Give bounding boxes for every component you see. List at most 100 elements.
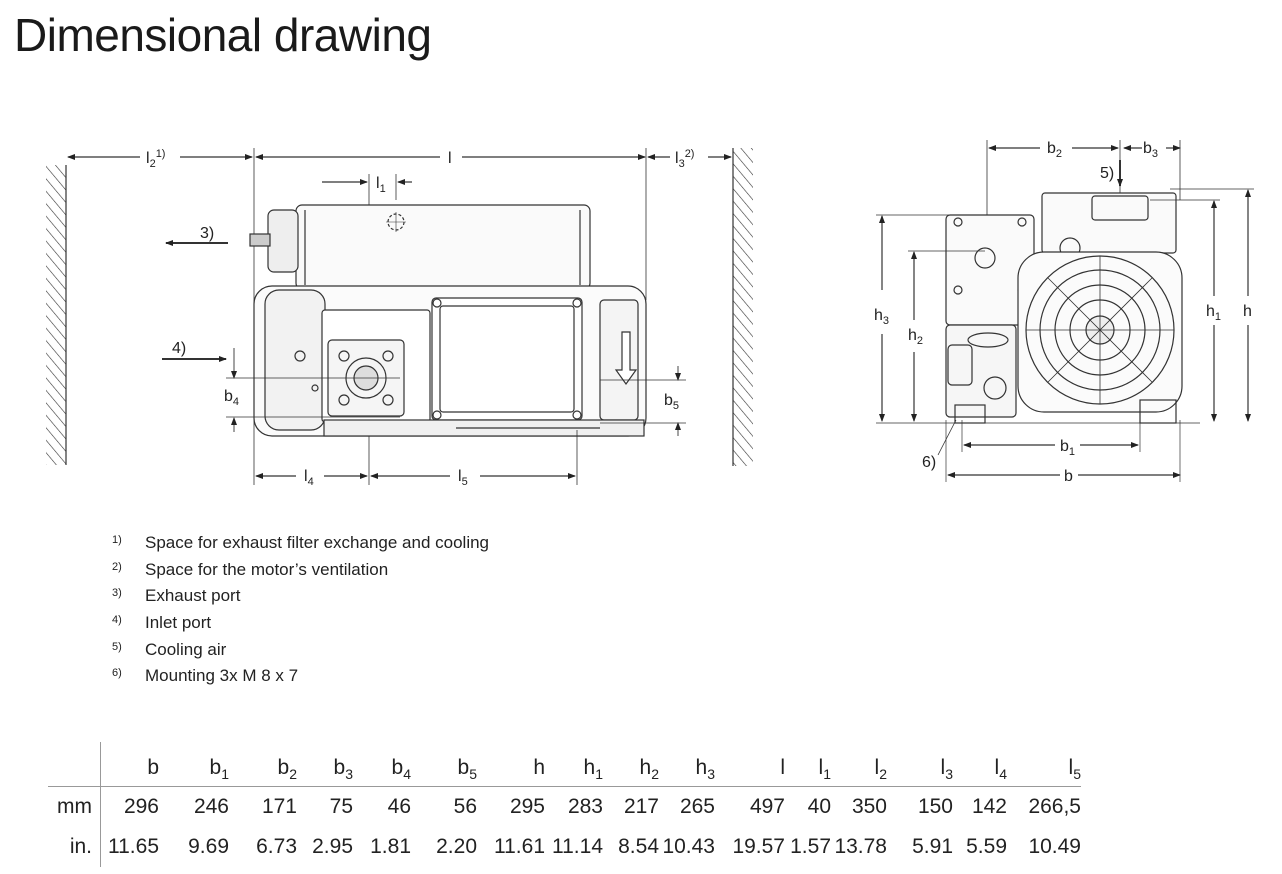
column-header-symbol: l: [780, 756, 785, 779]
label-b3: b3: [1143, 140, 1158, 160]
column-header-subscript: 1: [595, 766, 603, 782]
table-cell: 350: [851, 795, 887, 818]
table-cell: 5.59: [966, 835, 1007, 858]
column-header: b1: [159, 742, 229, 787]
table-cell: 217: [623, 795, 659, 818]
column-header-symbol: h: [533, 756, 545, 779]
label-note-3: 3): [200, 225, 214, 242]
table-cell: 11.14: [552, 835, 603, 858]
label-note-4: 4): [172, 340, 186, 357]
table-cell: 497: [749, 795, 785, 818]
column-header: h: [477, 742, 545, 787]
label-b4: b4: [224, 388, 239, 408]
column-header: l: [715, 742, 785, 787]
column-header: l5: [1007, 742, 1081, 787]
column-header: b5: [411, 742, 477, 787]
table-row: in. 11.65 9.69 6.73 2.95 1.81 2.20 11.61 11.14 8…: [48, 827, 1081, 867]
column-header: h1: [545, 742, 603, 787]
label-h3: h3: [874, 307, 889, 327]
table-cell: 10.43: [662, 835, 715, 858]
label-h1: h1: [1206, 303, 1221, 323]
table-cell: 2.95: [312, 835, 353, 858]
column-header: l4: [953, 742, 1007, 787]
column-header-subscript: 5: [469, 766, 477, 782]
column-header-symbol: b: [277, 756, 290, 779]
column-header-symbol: b: [457, 756, 470, 779]
label-b2: b2: [1047, 140, 1062, 160]
table-cell: 171: [261, 795, 297, 818]
label-l2: l21): [146, 148, 165, 170]
column-header-subscript: 2: [879, 766, 887, 782]
left-wall: [46, 165, 67, 465]
table-cell: 295: [509, 795, 545, 818]
column-header-symbol: h: [695, 756, 708, 779]
table-cell: 6.73: [256, 835, 297, 858]
page-title: Dimensional drawing: [14, 9, 432, 61]
column-header-subscript: 4: [403, 766, 411, 782]
table-cell: 10.49: [1028, 835, 1081, 858]
table-cell: 150: [917, 795, 953, 818]
label-b1: b1: [1060, 438, 1075, 458]
column-header: l1: [785, 742, 831, 787]
drawing-labels: l21) l l32) l1 3) 4) b4 b5 l4 l5 b2 b3 5…: [146, 140, 1252, 488]
column-header: b2: [229, 742, 297, 787]
table-cell: 75: [329, 795, 353, 818]
label-l: l: [448, 150, 452, 167]
label-note-6: 6): [922, 454, 936, 471]
label-l1: l1: [376, 175, 386, 195]
column-header-subscript: 2: [651, 766, 659, 782]
table-cell: 283: [567, 795, 603, 818]
label-note-5: 5): [1100, 165, 1114, 182]
column-header: l3: [887, 742, 953, 787]
label-b5: b5: [664, 392, 679, 412]
table-cell: 19.57: [732, 835, 785, 858]
table-cell: 1.57: [790, 835, 831, 858]
table-cell: 11.65: [108, 835, 159, 858]
row-unit: in.: [48, 827, 101, 867]
table-cell: 142: [971, 795, 1007, 818]
column-header-symbol: b: [147, 756, 159, 779]
column-header-subscript: 5: [1073, 766, 1081, 782]
table-cell: 56: [453, 795, 477, 818]
table-cell: 46: [387, 795, 411, 818]
column-header-subscript: 2: [289, 766, 297, 782]
column-header: b: [100, 742, 159, 787]
table-cell: 265: [679, 795, 715, 818]
label-h2: h2: [908, 327, 923, 347]
column-header-symbol: b: [209, 756, 222, 779]
column-header-subscript: 1: [221, 766, 229, 782]
row-unit: mm: [48, 786, 101, 827]
side-view: [46, 148, 753, 485]
column-header-symbol: l: [818, 756, 824, 779]
column-header-subscript: 4: [999, 766, 1007, 782]
column-header: h3: [659, 742, 715, 787]
table-corner: [48, 742, 101, 787]
column-header-subscript: 3: [945, 766, 953, 782]
table-cell: 9.69: [188, 835, 229, 858]
column-header: b3: [297, 742, 353, 787]
table-cell: 266,5: [1028, 795, 1081, 818]
column-header-subscript: 3: [345, 766, 353, 782]
table-cell: 8.54: [618, 835, 659, 858]
table-cell: 1.81: [370, 835, 411, 858]
column-header-subscript: 3: [707, 766, 715, 782]
end-view: [876, 140, 1254, 482]
column-header-symbol: l: [1068, 756, 1074, 779]
table-cell: 11.61: [494, 835, 545, 858]
column-header-symbol: b: [333, 756, 346, 779]
column-header-symbol: h: [639, 756, 652, 779]
column-header: b4: [353, 742, 411, 787]
table-cell: 40: [807, 795, 831, 818]
right-wall: [732, 148, 753, 466]
label-l4: l4: [304, 468, 314, 488]
table-cell: 13.78: [834, 835, 887, 858]
column-header-symbol: l: [874, 756, 880, 779]
table-cell: 5.91: [912, 835, 953, 858]
column-header: l2: [831, 742, 887, 787]
table-cell: 2.20: [436, 835, 477, 858]
column-header-symbol: b: [391, 756, 404, 779]
